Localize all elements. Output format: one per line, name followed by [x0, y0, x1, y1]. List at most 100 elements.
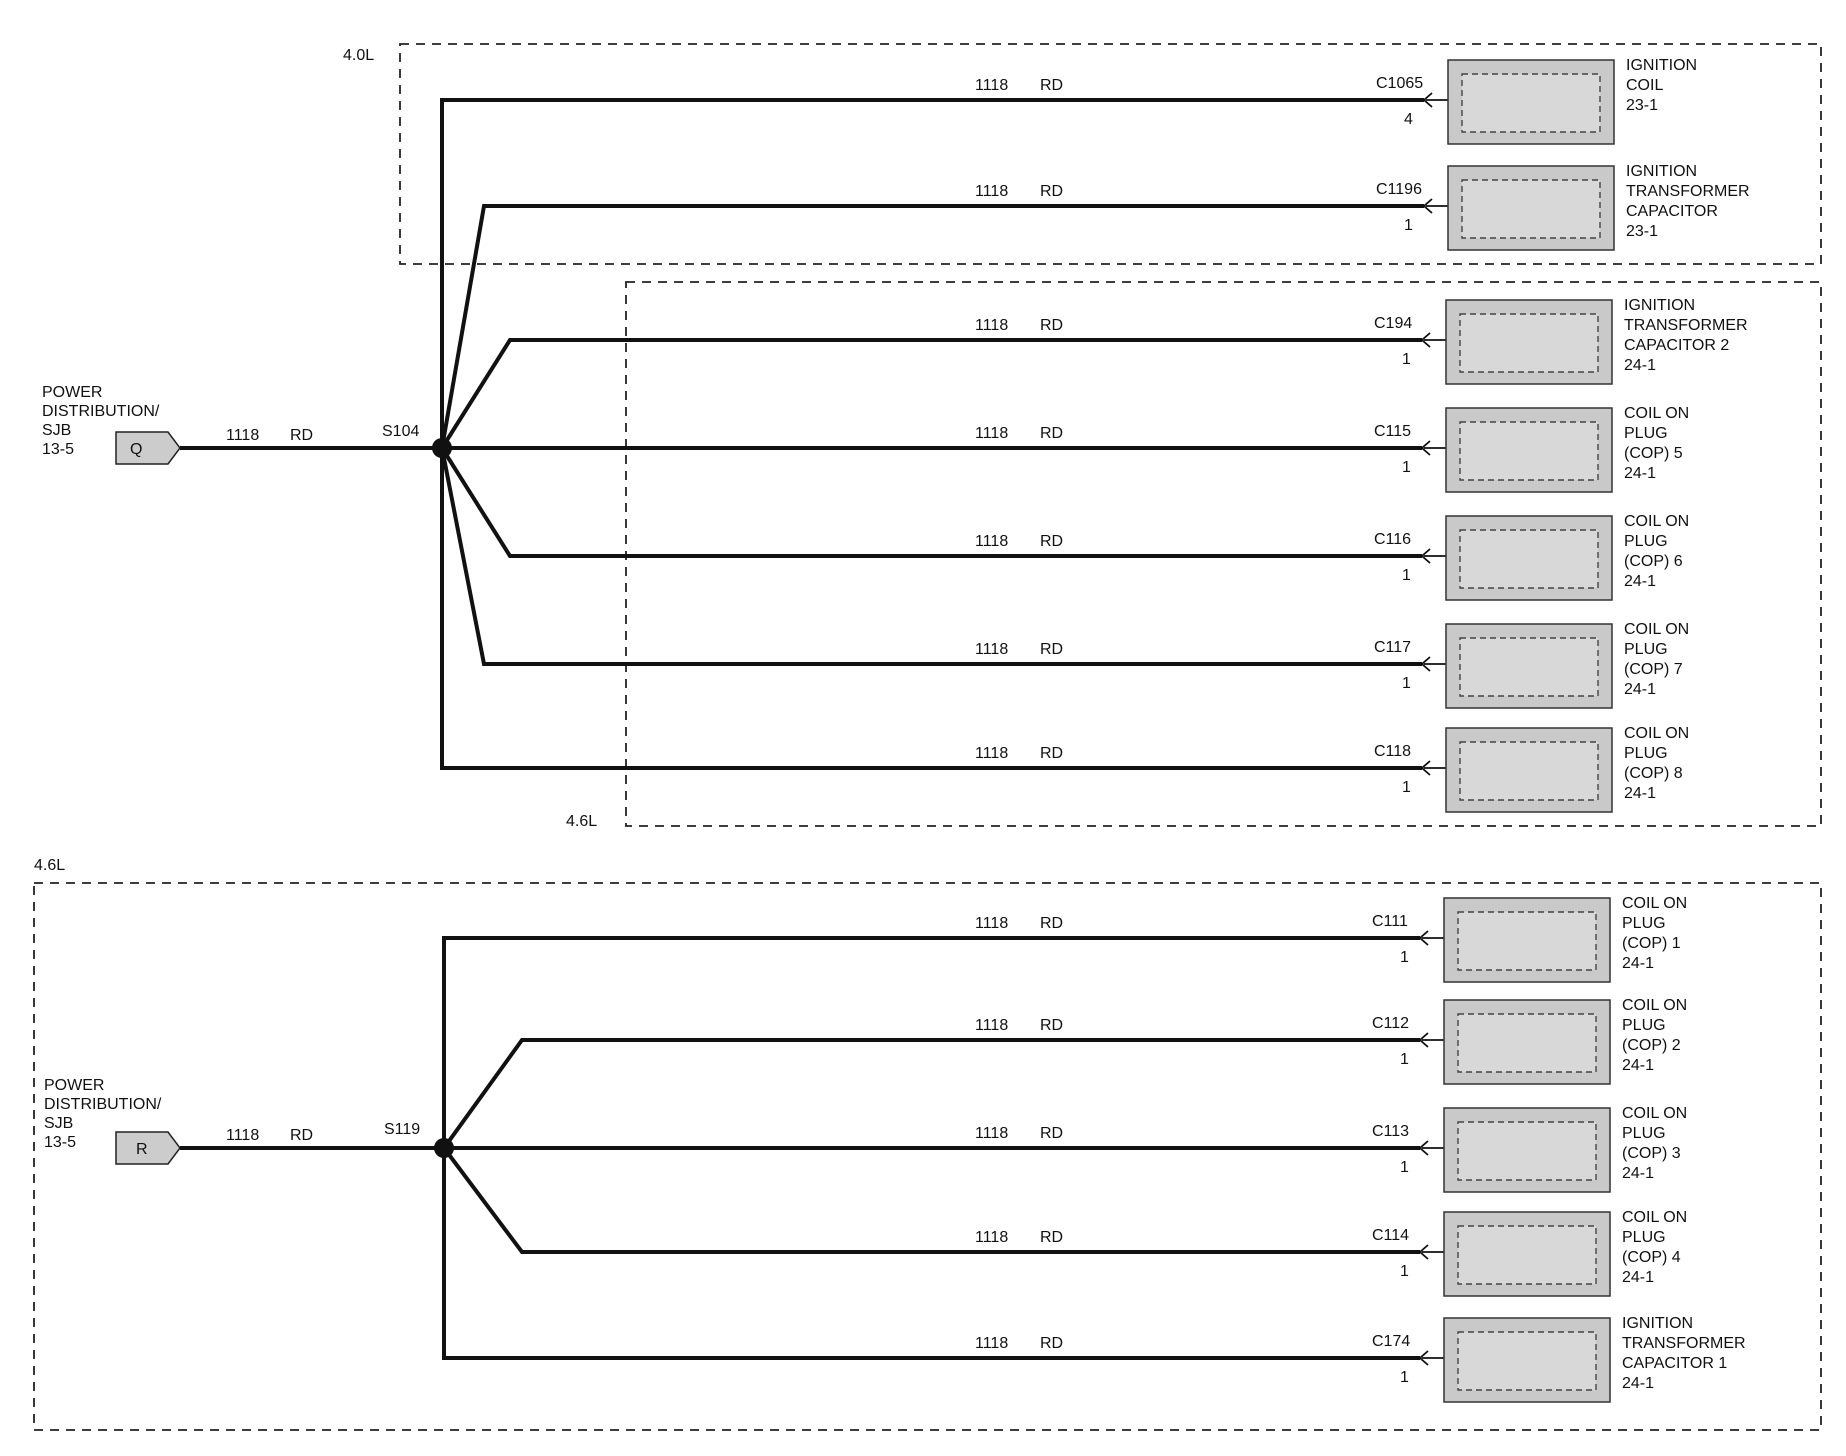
- power-connector-tag: [115, 1131, 181, 1165]
- branch-circuit-number: 1118: [975, 425, 1008, 442]
- component-label-line: (COP) 6: [1624, 553, 1683, 570]
- component-label-line: IGNITION: [1624, 297, 1695, 314]
- component-label-line: 24-1: [1622, 1269, 1654, 1286]
- component-label-line: COIL ON: [1622, 1105, 1687, 1122]
- connector-id: C111: [1372, 913, 1408, 930]
- branch-circuit-number: 1118: [975, 533, 1008, 550]
- power-source-label-line: DISTRIBUTION/: [44, 1096, 162, 1113]
- component-inner-outline: [1459, 529, 1599, 589]
- component-inner-outline: [1461, 179, 1601, 239]
- component-label-line: COIL ON: [1622, 1209, 1687, 1226]
- component-label-line: COIL ON: [1624, 725, 1689, 742]
- component-label-line: 24-1: [1622, 1375, 1654, 1392]
- splice-label: S104: [382, 423, 419, 440]
- feed-circuit-number: 1118: [226, 1127, 259, 1144]
- component-label-line: COIL ON: [1622, 997, 1687, 1014]
- component-label-line: PLUG: [1624, 533, 1668, 550]
- branch-wire: [440, 204, 1424, 449]
- component-inner-outline: [1459, 313, 1599, 373]
- component-inner-outline: [1457, 1331, 1597, 1391]
- component-label-line: (COP) 3: [1622, 1145, 1681, 1162]
- branch-circuit-number: 1118: [975, 915, 1008, 932]
- component-label-line: (COP) 1: [1622, 935, 1681, 952]
- feed-wire-color: RD: [290, 427, 313, 444]
- pin-chevron: [1418, 1032, 1429, 1048]
- region-4.0L-outline: [399, 43, 1822, 265]
- power-source-q: POWER DISTRIBUTION/ SJB 13-5 Q 1118 RD S…: [42, 384, 442, 465]
- branch-circuit-number: 1118: [975, 1017, 1008, 1034]
- branch-circuit-number: 1118: [975, 183, 1008, 200]
- splice-label: S119: [384, 1121, 420, 1138]
- component-label-line: 24-1: [1622, 1165, 1654, 1182]
- branch-wire-color: RD: [1040, 1125, 1063, 1142]
- region-label-4.6L-mid: 4.6L: [566, 813, 597, 830]
- component-label-line: PLUG: [1624, 425, 1668, 442]
- power-source-r: POWER DISTRIBUTION/ SJB 13-5 R 1118 RD S…: [44, 1077, 444, 1165]
- pin-chevron: [1420, 656, 1431, 672]
- splice-point-s119: [434, 1138, 454, 1158]
- component-label-line: IGNITION: [1626, 163, 1697, 180]
- component-label-line: (COP) 4: [1622, 1249, 1681, 1266]
- connector-id: C1065: [1376, 75, 1423, 92]
- branch-wire: [440, 338, 1422, 450]
- connector-pin: 1: [1402, 567, 1411, 584]
- component-label-line: 23-1: [1626, 97, 1658, 114]
- component-inner-outline: [1457, 1013, 1597, 1073]
- pin-chevron: [1420, 332, 1431, 348]
- connector-pin: 1: [1402, 351, 1411, 368]
- power-connector-letter: Q: [130, 441, 142, 458]
- connector-id: C112: [1372, 1015, 1409, 1032]
- connector-id: C194: [1374, 315, 1412, 332]
- branch-circuit-number: 1118: [975, 1229, 1008, 1246]
- power-source-label-line: SJB: [42, 422, 71, 439]
- component-label-line: IGNITION: [1626, 57, 1697, 74]
- branch-wire: [442, 1038, 1420, 1150]
- branch-wire-color: RD: [1040, 1229, 1063, 1246]
- component-label-line: 24-1: [1624, 357, 1656, 374]
- component-label-line: COIL ON: [1624, 513, 1689, 530]
- branch-wire-color: RD: [1040, 1017, 1063, 1034]
- component-label-line: COIL ON: [1624, 405, 1689, 422]
- pin-chevron: [1418, 1350, 1429, 1366]
- branch-wire: [440, 98, 1424, 448]
- region-4.6L-bottom-outline: [33, 882, 1822, 1431]
- component-label-line: TRANSFORMER: [1624, 317, 1748, 334]
- branch-wire-color: RD: [1040, 425, 1063, 442]
- connector-pin: 1: [1402, 459, 1411, 476]
- connector-pin: 4: [1404, 111, 1413, 128]
- component-label-line: (COP) 5: [1624, 445, 1683, 462]
- component-label-line: PLUG: [1624, 641, 1668, 658]
- component-label-line: IGNITION: [1622, 1315, 1693, 1332]
- component-label-line: (COP) 8: [1624, 765, 1683, 782]
- branch-wire-color: RD: [1040, 745, 1063, 762]
- component-label-line: CAPACITOR 2: [1624, 337, 1729, 354]
- component-label-line: PLUG: [1622, 1125, 1666, 1142]
- connector-id: C116: [1374, 531, 1411, 548]
- connector-id: C113: [1372, 1123, 1409, 1140]
- pin-chevron: [1422, 92, 1433, 108]
- branch-circuit-number: 1118: [975, 641, 1008, 658]
- component-label-line: TRANSFORMER: [1622, 1335, 1746, 1352]
- pin-chevron: [1418, 930, 1429, 946]
- power-source-label-line: POWER: [44, 1077, 104, 1094]
- pin-chevron: [1418, 1140, 1429, 1156]
- connector-id: C1196: [1376, 181, 1422, 198]
- feed-wire-color: RD: [290, 1127, 313, 1144]
- component-label-line: 24-1: [1624, 681, 1656, 698]
- feed-circuit-number: 1118: [226, 427, 259, 444]
- connector-pin: 1: [1400, 1159, 1409, 1176]
- branch-wire-color: RD: [1040, 183, 1063, 200]
- component-inner-outline: [1457, 1225, 1597, 1285]
- splice-point-s104: [432, 438, 452, 458]
- connector-pin: 1: [1402, 675, 1411, 692]
- pin-chevron: [1420, 760, 1431, 776]
- component-label-line: COIL ON: [1622, 895, 1687, 912]
- branch-wire: [440, 446, 1422, 558]
- component-inner-outline: [1459, 637, 1599, 697]
- power-source-label-line: DISTRIBUTION/: [42, 403, 160, 420]
- connector-pin: 1: [1400, 1369, 1409, 1386]
- connector-id: C114: [1372, 1227, 1409, 1244]
- component-inner-outline: [1459, 741, 1599, 801]
